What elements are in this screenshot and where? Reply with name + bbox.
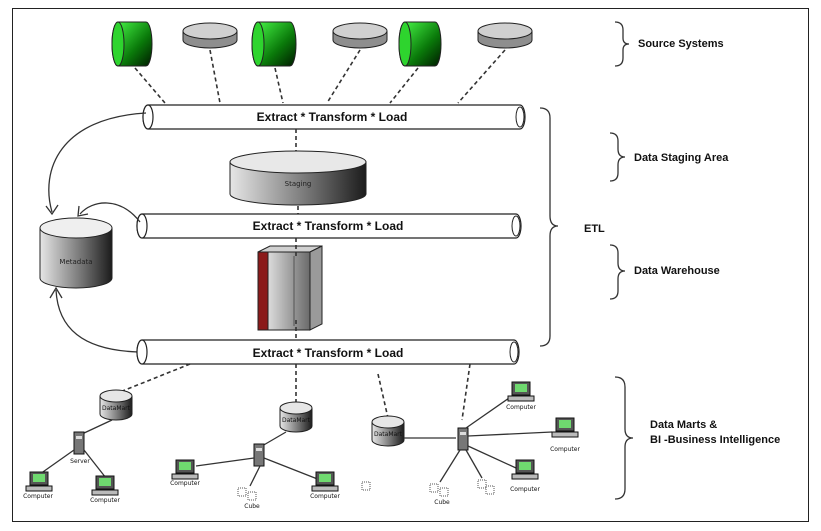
metadata-arrows	[45, 112, 147, 353]
server-2	[253, 443, 265, 467]
bracket-etl	[539, 107, 559, 347]
link-server3-cube	[439, 449, 461, 483]
link-server2-c1	[195, 457, 255, 467]
link-server3-cube2	[465, 449, 483, 479]
source-system-6	[477, 22, 533, 49]
label-source-systems: Source Systems	[638, 38, 724, 50]
link-dm1-server	[81, 419, 113, 435]
link-server3-c3	[467, 445, 517, 469]
source-system-1	[111, 21, 153, 67]
link-server3-c2	[467, 431, 553, 437]
computer-3b-label: Computer	[550, 446, 580, 453]
source-system-2	[182, 22, 238, 49]
cube-2	[237, 487, 257, 501]
computer-3b	[551, 417, 579, 438]
server-1-label: Server	[70, 458, 90, 465]
link-server2-c2	[263, 457, 321, 481]
cube-3-label: Cube	[434, 499, 450, 506]
computer-1a	[25, 471, 53, 492]
datamart-3	[371, 415, 405, 447]
computer-2a	[171, 459, 199, 480]
bracket-data-warehouse	[609, 244, 626, 300]
etl-pipe-1	[142, 104, 526, 130]
metadata-label: Metadata	[59, 258, 92, 266]
etl-pipe-3	[136, 339, 520, 365]
data-warehouse-server	[257, 245, 323, 331]
cube-2-label: Cube	[244, 503, 260, 510]
link-server3-c1	[465, 395, 513, 429]
computer-3c	[511, 459, 539, 480]
cube-3b	[477, 479, 495, 495]
cube-3	[429, 483, 449, 497]
diagram-frame	[12, 8, 809, 522]
link-server2-cube	[249, 465, 261, 487]
bracket-data-staging	[609, 132, 626, 182]
computer-2b-label: Computer	[310, 493, 340, 500]
link-server1-c1	[39, 449, 75, 475]
staging-label: Staging	[285, 180, 312, 188]
computer-1a-label: Computer	[23, 493, 53, 500]
datamart-3-label: DataMart	[374, 431, 403, 438]
etl-pipe-2	[136, 213, 522, 239]
metadata-store	[39, 217, 113, 289]
source-system-4	[332, 22, 388, 49]
label-business-intelligence: BI -Business Intelligence	[650, 434, 780, 446]
computer-2b	[311, 471, 339, 492]
datamart-arrows	[119, 363, 471, 421]
link-server1-c2	[83, 449, 107, 479]
label-data-warehouse: Data Warehouse	[634, 265, 720, 277]
source-system-3	[251, 21, 297, 67]
label-data-marts: Data Marts &	[650, 419, 717, 431]
computer-2a-label: Computer	[170, 480, 200, 487]
source-arrows	[134, 49, 506, 104]
label-data-staging-area: Data Staging Area	[634, 152, 729, 164]
source-system-5	[398, 21, 442, 67]
computer-3a-label: Computer	[506, 404, 536, 411]
computer-1b-label: Computer	[90, 497, 120, 504]
server-1	[73, 431, 85, 455]
bracket-data-marts	[614, 376, 634, 500]
link-dm2-server	[261, 431, 287, 447]
datamart-2-label: DataMart	[282, 417, 311, 424]
computer-1b	[91, 475, 119, 496]
server-3	[457, 427, 469, 451]
datamart-2	[279, 401, 313, 433]
label-etl: ETL	[584, 223, 605, 235]
etl-pipe-1-label: Extract * Transform * Load	[257, 110, 408, 124]
bracket-source-systems	[614, 21, 630, 67]
datamart-1	[99, 389, 133, 421]
computer-3c-label: Computer	[510, 486, 540, 493]
cube-2b	[361, 481, 371, 491]
computer-3a	[507, 381, 535, 402]
etl-pipe-3-label: Extract * Transform * Load	[253, 346, 404, 360]
staging-store	[229, 150, 367, 206]
datamart-1-label: DataMart	[102, 405, 131, 412]
etl-pipe-2-label: Extract * Transform * Load	[253, 219, 404, 233]
